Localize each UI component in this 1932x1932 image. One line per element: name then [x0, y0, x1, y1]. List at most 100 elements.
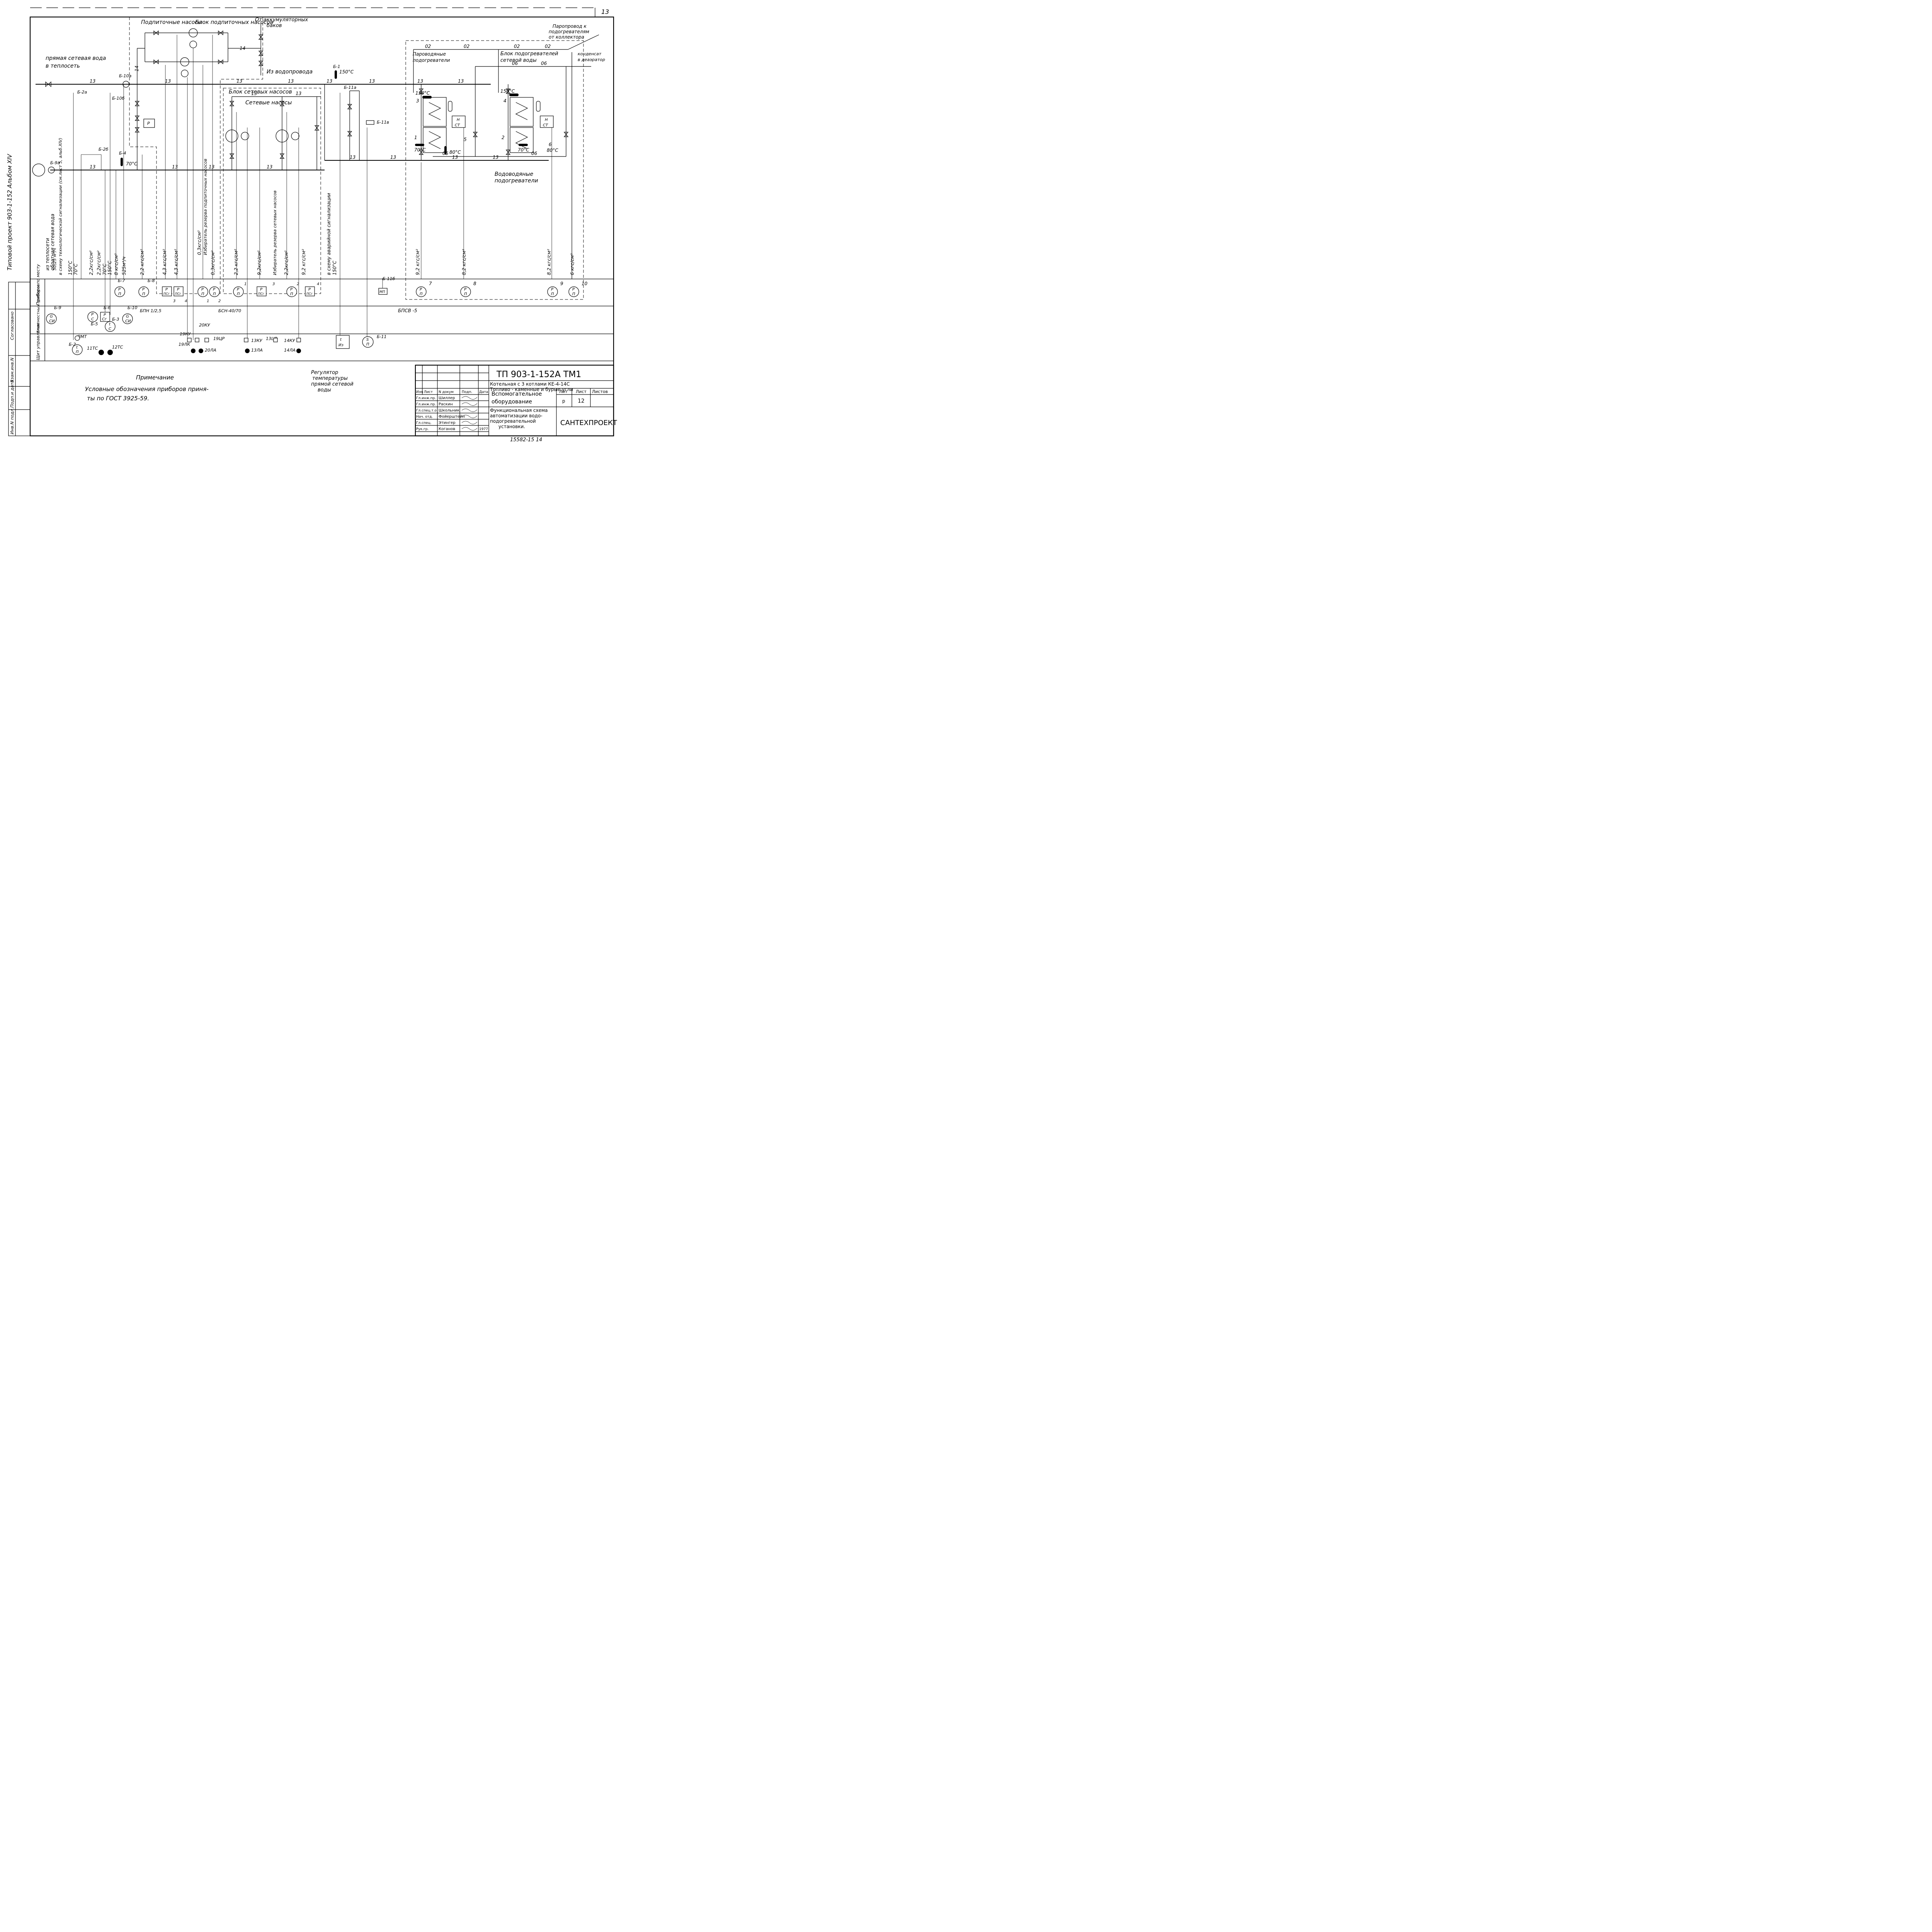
header-podp: Подп.: [462, 390, 472, 394]
pipe-13: 13: [288, 78, 294, 84]
notes-line1: Условные обозначения приборов приня-: [85, 386, 209, 393]
row-panel-label: Щит управления: [36, 322, 41, 360]
svg-text:4: 4: [317, 282, 319, 286]
caption-18: 2,2кгс/см²: [284, 250, 289, 275]
svg-text:Р: Р: [290, 287, 293, 292]
pipe-02: 02: [514, 44, 520, 49]
svg-text:Р: Р: [177, 287, 180, 292]
role-1: Гл.инж.пр.: [416, 403, 436, 406]
regulator-2: температуры: [312, 376, 348, 381]
caption-14: 0,3кгс/см²: [210, 250, 216, 275]
heater-h: Н: [457, 118, 460, 122]
tag-12ts: 12ТС: [112, 345, 123, 350]
tag-b7: Б-7: [118, 278, 125, 283]
svg-text:П: П: [76, 350, 79, 354]
caption-11: 4,3 кгс/см²: [173, 249, 179, 275]
temp-150-h4: 150°С: [500, 88, 515, 94]
svg-text:П: П: [237, 292, 240, 296]
caption-17: Избиратель резерва сетевых насосов: [272, 190, 277, 275]
left-stamp-2: Подп.и дата: [10, 380, 15, 408]
heater-num-1: 1: [414, 135, 417, 140]
pipe-06: 06: [531, 151, 537, 156]
tag-13ku: 13КУ: [251, 338, 263, 343]
pipe-13: 13: [172, 164, 178, 170]
caption-5: 70°С: [102, 264, 107, 275]
svg-text:1: 1: [207, 299, 209, 303]
vertical-captions: в схему технологической сигнализации (см…: [52, 138, 575, 275]
role-4: Гл.спец.: [416, 421, 431, 425]
object-line2: Топливо - каменные и бурые угли: [490, 387, 573, 392]
svg-text:Р: Р: [464, 287, 467, 292]
heaters: Н СТ Н СТ 1 2 3 4 5 6: [414, 97, 554, 153]
svg-text:П: П: [142, 292, 145, 296]
from-watersupply: Из водопровода: [267, 69, 313, 75]
left-stamp-3: Взам.инв.N: [10, 358, 15, 383]
year: 1977: [479, 427, 488, 431]
pipe-13: 13: [251, 91, 257, 96]
water-water-heaters-1: Водоводяные: [495, 171, 533, 177]
block-outlines: [129, 17, 584, 300]
steam-water-heaters-1: Пароводяные: [413, 51, 446, 57]
pipe-02: 02: [464, 44, 469, 49]
tag-20ku: 20КУ: [199, 323, 211, 328]
drawing-title-4: установки.: [498, 424, 525, 429]
header-izm: Изм: [416, 390, 423, 394]
caption-0: в схему технологической сигнализации (см…: [58, 138, 63, 275]
heater-num-4: 4: [503, 98, 507, 104]
page-number: 13: [601, 8, 609, 15]
svg-text:ПСг: ПСг: [163, 292, 170, 296]
svg-text:П: П: [551, 292, 554, 296]
tag-b11a: Б-11а: [344, 85, 357, 90]
condensate-2: в деаэратор: [578, 57, 605, 62]
from-accumulators-2: баков: [267, 23, 282, 29]
svg-text:СИ: СИ: [49, 319, 55, 323]
caption-26: 50,25 м³/ч: [52, 248, 57, 270]
from-accumulators-1: От аккумуляторных: [255, 17, 308, 23]
name-4: Этингер: [439, 421, 456, 425]
direct-water-1: прямая сетевая вода: [46, 55, 106, 61]
svg-text:3: 3: [272, 282, 275, 286]
network-pump-1: [225, 129, 238, 143]
side-label: Типовой проект 903-1-152 Альбом XIV: [6, 153, 13, 270]
steam-line-3: от коллектора: [549, 34, 584, 40]
svg-text:S: S: [366, 338, 369, 342]
makeup-motor-2: [181, 70, 189, 77]
svg-text:7: 7: [429, 281, 432, 286]
network-pump-2: [276, 129, 289, 143]
valves: [45, 30, 569, 159]
pumps: [32, 28, 299, 177]
name-3: Фойерштейн: [439, 415, 465, 419]
temp-80-h5: 80°С: [449, 150, 461, 155]
tag-14ku: 14КУ: [284, 338, 296, 343]
block-bpn: БПН 1/2,5: [140, 308, 162, 313]
svg-text:9: 9: [560, 281, 563, 286]
heater-h: Н: [545, 118, 548, 122]
tag-b3: Б-3: [112, 317, 119, 322]
instrument-table: Приборы по месту Блок местных приборов Щ…: [30, 264, 614, 361]
header-list: Лист: [424, 390, 433, 394]
caption-12: 0,3кгс/см²: [197, 230, 202, 255]
svg-text:Сг: Сг: [102, 317, 107, 321]
caption-1: 150°С: [68, 260, 73, 275]
signal-lines: [73, 35, 552, 340]
caption-10: 4,3 кгс/см²: [162, 249, 167, 275]
svg-text:Р: Р: [572, 287, 575, 292]
svg-text:П: П: [201, 292, 204, 296]
temp-80-h6: 80°С: [547, 148, 558, 153]
pipe-13: 13: [350, 155, 355, 160]
temp-70-h2: 70°С: [518, 147, 529, 153]
heater-ct: СТ: [455, 123, 460, 128]
svg-text:С: С: [91, 317, 94, 321]
svg-text:Р: Р: [213, 287, 216, 292]
tag-b11: Б-11: [377, 334, 387, 339]
makeup-pump-2: [180, 57, 189, 66]
tag-13la: 13ЛА: [251, 348, 263, 353]
pipe-02: 02: [425, 44, 431, 49]
name-1: Раскин: [439, 402, 453, 406]
svg-text:П: П: [572, 292, 575, 296]
pipe-13: 13: [90, 78, 95, 84]
caption-7: 8 кгс/см²: [114, 253, 119, 275]
pipe-14: 14: [240, 46, 245, 51]
role-3: Нач. отд.: [416, 415, 433, 419]
header-ndok: N докум: [439, 390, 454, 394]
